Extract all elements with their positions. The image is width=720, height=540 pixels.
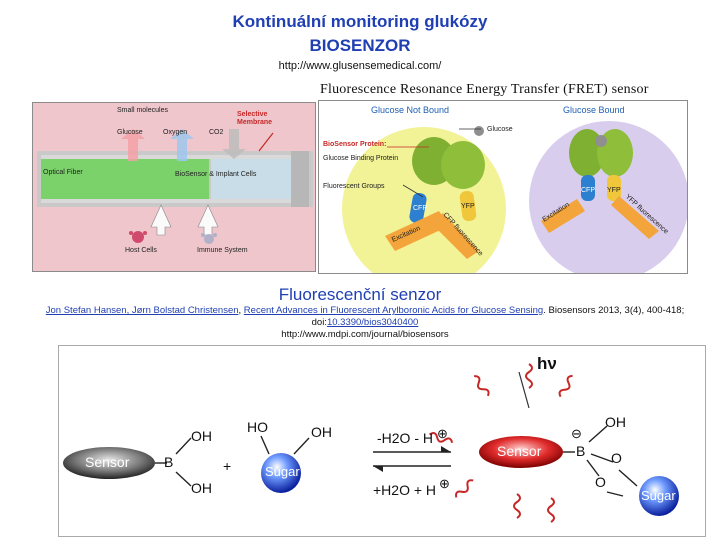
charge-plus-top: ⊕ — [437, 426, 448, 441]
charge-minus: ⊖ — [571, 426, 582, 441]
charge-plus-bottom: ⊕ — [439, 476, 450, 491]
ho-sugar: HO — [247, 419, 268, 435]
label-small-molecules: Small molecules — [117, 107, 168, 114]
citation-article-link[interactable]: Recent Advances in Fluorescent Arylboron… — [243, 305, 544, 316]
citation-doi-link[interactable]: 10.3390/bios3040400 — [326, 317, 419, 328]
label-biosensor-cells: BioSensor & Implant Cells — [175, 171, 257, 178]
oh-left-top: OH — [191, 428, 212, 444]
page-subtitle: BIOSENZOR — [309, 36, 411, 55]
sensor-label-left: Sensor — [85, 454, 130, 470]
boron-left: B — [164, 454, 174, 470]
label-co2: CO2 — [209, 129, 224, 136]
label-immune-system: Immune System — [197, 247, 248, 254]
reaction-scheme: Sensor B OH OH + HO OH Sugar -H2O - H ⊕ … — [58, 345, 706, 537]
label-selective-membrane: Selective Membrane — [237, 111, 273, 126]
implant-illustration — [33, 103, 315, 271]
o-right-bottom: O — [595, 474, 606, 490]
sensor-label-right: Sensor — [497, 443, 542, 459]
label-binding-protein: Glucose Binding Protein — [323, 155, 399, 162]
label-not-bound: Glucose Not Bound — [371, 105, 450, 115]
sugar-label-right: Sugar — [641, 488, 676, 503]
oh-left-bottom: OH — [191, 480, 212, 496]
label-cfp-left: CFP — [413, 205, 427, 212]
label-biosensor-protein: BioSensor Protein: — [323, 141, 387, 148]
citation-authors-link[interactable]: Jon Stefan Hansen, Jørn Bolstad Christen… — [45, 305, 239, 316]
citation: Jon Stefan Hansen, Jørn Bolstad Christen… — [40, 305, 690, 341]
citation-url: http://www.mdpi.com/journal/biosensors — [281, 329, 449, 340]
sensor-section-title: Fluorescenční senzor — [278, 285, 442, 304]
citation-separator: , — [238, 305, 244, 316]
label-optical-fiber: Optical Fiber — [43, 169, 83, 176]
page-title: Kontinuální monitoring glukózy — [232, 12, 488, 31]
oh-right: OH — [605, 414, 626, 430]
reverse-condition: +H2O + H — [373, 482, 437, 498]
oh-sugar: OH — [311, 424, 332, 440]
label-glucose: Glucose — [117, 129, 143, 136]
label-yfp-right: YFP — [607, 187, 621, 194]
o-right-top: O — [611, 450, 622, 466]
boron-right: B — [576, 443, 586, 459]
fret-illustration — [342, 121, 687, 273]
label-glucose-molecule: Glucose — [487, 126, 513, 133]
label-host-cells: Host Cells — [125, 247, 157, 254]
hv-label: hν — [537, 354, 557, 373]
label-oxygen: Oxygen — [163, 129, 188, 136]
fret-title: Fluorescence Resonance Energy Transfer (… — [320, 82, 649, 97]
implant-diagram: Small molecules Selective Membrane Gluco… — [32, 102, 316, 272]
label-yfp-left: YFP — [461, 203, 475, 210]
plus-sign: + — [223, 458, 232, 474]
label-bound: Glucose Bound — [563, 105, 625, 115]
forward-condition: -H2O - H — [377, 430, 433, 446]
source-url: http://www.glusensemedical.com/ — [278, 60, 442, 72]
label-fluorescent-groups: Fluorescent Groups — [323, 183, 385, 190]
sugar-label-left: Sugar — [265, 464, 300, 479]
fret-diagram: Glucose Not Bound Glucose Bound Glucose … — [318, 100, 688, 274]
citation-journal: . Biosensors 2013, 3(4), 400-418; doi: — [311, 305, 685, 328]
label-cfp-right: CFP — [581, 187, 595, 194]
reaction-illustration — [63, 363, 679, 523]
